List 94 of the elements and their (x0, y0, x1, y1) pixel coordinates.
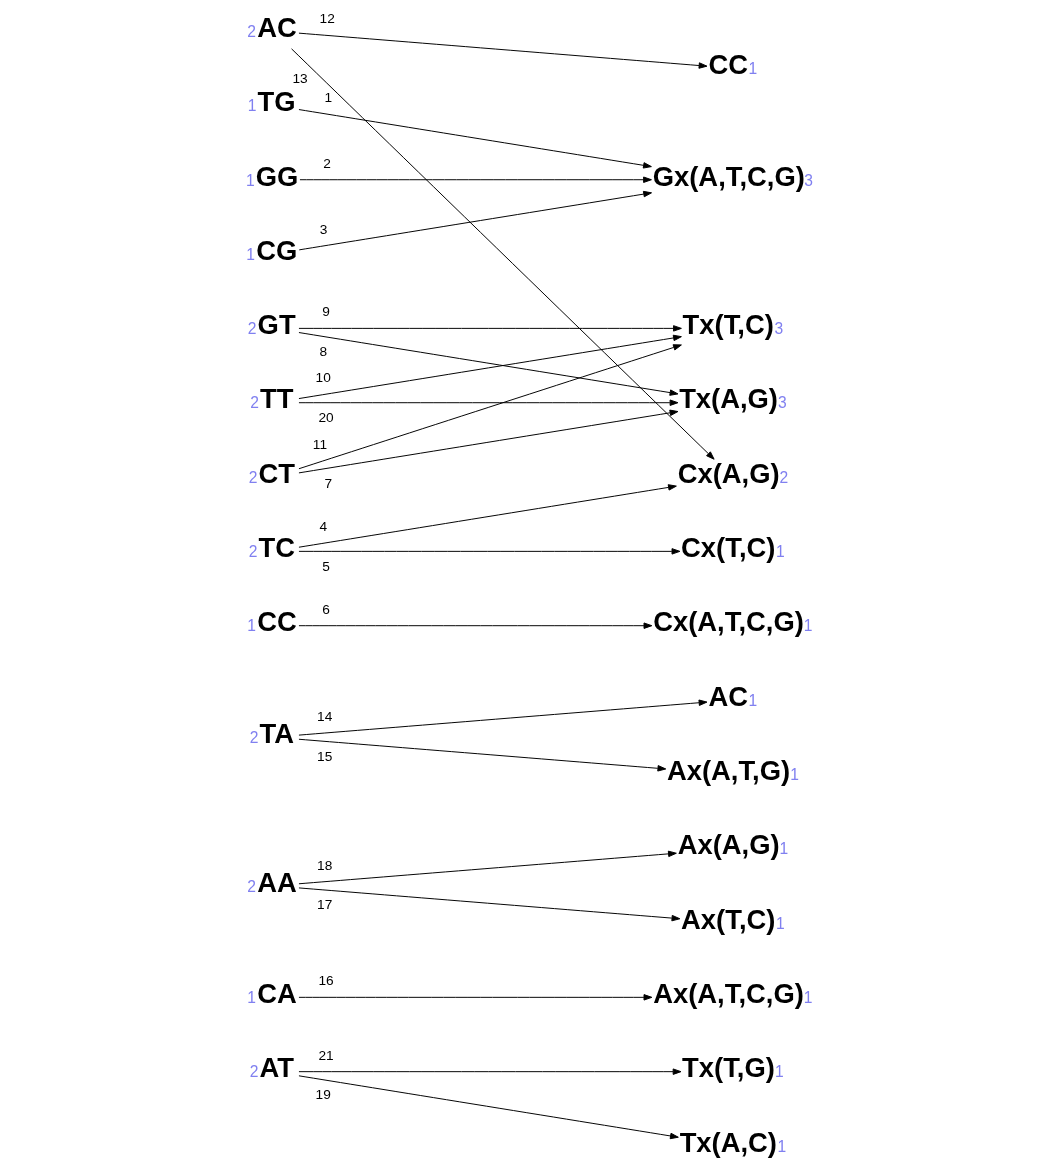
node-text: AC (257, 11, 297, 43)
edge-label: 2 (323, 155, 331, 171)
node-text: Cx(A,T,C,G) (653, 606, 804, 638)
edge-label: 11 (312, 437, 328, 453)
arrow (298, 109, 652, 169)
arrow (298, 548, 681, 555)
arrow (298, 1068, 682, 1075)
edge-label: 14 (317, 708, 333, 724)
arrow (298, 1075, 679, 1140)
node-text: Ax(A,T,G) (666, 755, 791, 787)
arrow (291, 48, 715, 460)
node-text: TC (258, 532, 296, 564)
node-label: 2 (247, 320, 257, 338)
node-text: AT (259, 1052, 295, 1084)
node-text: Gx(A,T,C,G) (652, 160, 805, 192)
edge-label: 10 (315, 370, 331, 386)
arrow (298, 32, 708, 69)
node-label: 2 (250, 394, 259, 412)
arrow (298, 738, 667, 772)
node-label: 1 (777, 1137, 787, 1155)
arrow (298, 622, 653, 629)
edge-label: 21 (318, 1047, 334, 1063)
arrow (298, 994, 653, 1001)
node-label: 1 (803, 989, 813, 1007)
edge-label: 19 (315, 1087, 331, 1103)
arrow (298, 325, 682, 332)
arrow (298, 887, 681, 922)
edge-label: 18 (317, 857, 333, 873)
node-text: TG (257, 86, 296, 118)
arrow (299, 176, 652, 183)
edge-label: 17 (317, 897, 333, 913)
node-label: 1 (803, 617, 813, 635)
node-text: Ax(T,C) (681, 903, 776, 935)
node-text: Ax(A,G) (677, 829, 780, 861)
node-text: Ax(A,T,C,G) (653, 978, 804, 1010)
arrow (298, 344, 682, 470)
edge-label: 12 (319, 11, 335, 27)
node-text: GG (255, 160, 299, 192)
edge-label: 20 (318, 409, 334, 425)
node-label: 1 (247, 617, 257, 635)
node-text: Cx(T,C) (681, 532, 776, 564)
node-text: CC (708, 49, 749, 81)
node-text: CC (257, 606, 297, 638)
node-label: 2 (249, 728, 259, 746)
node-label: 1 (775, 914, 785, 932)
node-label: 1 (790, 766, 799, 784)
node-text: CT (258, 457, 296, 489)
node-text: AC (708, 680, 749, 712)
edge-label: 16 (318, 973, 334, 989)
arrow (298, 190, 653, 251)
node-label: 1 (774, 1063, 784, 1081)
edge-label: 5 (322, 558, 330, 574)
node-label: 2 (247, 22, 257, 40)
node-label: 3 (804, 171, 814, 189)
node-label: 2 (247, 877, 257, 895)
node-text: AA (257, 866, 297, 898)
node-text: Tx(T,C) (682, 309, 774, 341)
edge-label: 15 (317, 748, 333, 764)
edge-label: 9 (322, 304, 330, 320)
node-label: 3 (777, 394, 787, 412)
node-label: 2 (248, 543, 258, 561)
arrow (298, 399, 679, 406)
arrow (298, 409, 679, 474)
edge-label: 13 (292, 70, 308, 86)
node-label: 1 (775, 543, 785, 561)
edge-label: 6 (322, 601, 330, 617)
node-text: CA (257, 978, 297, 1010)
node-label: 1 (748, 691, 758, 709)
node-label: 2 (779, 468, 789, 486)
node-label: 3 (774, 320, 784, 338)
node-label: 1 (748, 60, 758, 78)
node-label: 2 (248, 468, 258, 486)
edge-label: 4 (319, 519, 328, 535)
node-text: TA (259, 717, 295, 749)
node-text: Tx(T,G) (682, 1052, 775, 1084)
node-label: 1 (245, 171, 255, 189)
arrow (298, 850, 677, 885)
node-text: Tx(A,G) (679, 383, 778, 415)
edge-label: 1 (324, 90, 333, 106)
node-label: 1 (247, 989, 257, 1007)
edge-label: 8 (319, 343, 328, 359)
node-label: 1 (247, 97, 257, 115)
arrow (298, 699, 708, 736)
node-text: GT (257, 309, 296, 341)
node-text: TT (260, 383, 294, 415)
node-label: 1 (246, 245, 256, 263)
node-text: Cx(A,G) (677, 457, 780, 489)
node-label: 1 (779, 840, 789, 858)
arrow (298, 484, 677, 548)
node-text: CG (256, 234, 298, 266)
edge-label: 3 (319, 221, 328, 237)
edge-label: 7 (324, 475, 333, 491)
node-label: 2 (249, 1063, 259, 1081)
node-text: Tx(A,C) (679, 1126, 777, 1158)
